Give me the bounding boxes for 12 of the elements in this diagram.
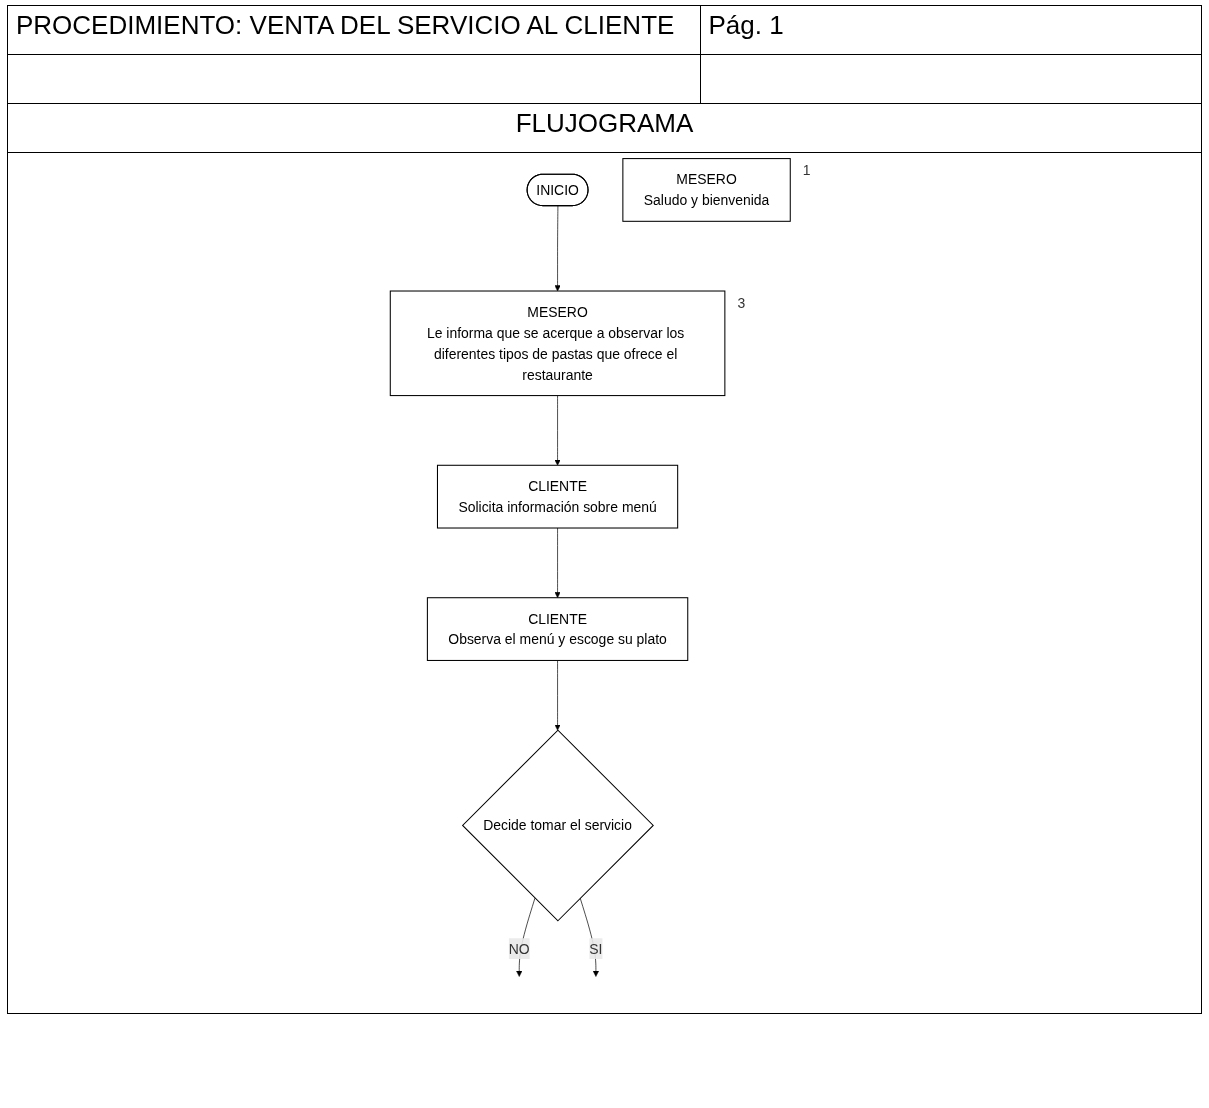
edge-label: NO [508, 940, 530, 957]
node-box: MESERO Le informa que se acerque a observar los diferentes tipos de pastas que ofrece el restaurante [389, 290, 725, 397]
node-box: CLIENTE Observa el menú y escoge su plato [426, 597, 688, 661]
page-number: Pág. 1 [708, 10, 784, 40]
step-number: 1 [802, 162, 811, 179]
node-box: MESERO Saludo y bienvenida [621, 158, 791, 222]
node-box: CLIENTE Solicita información sobre menú [436, 464, 678, 529]
node-diamond: Decide tomar el servicio [461, 729, 654, 922]
procedure-title: PROCEDIMIENTO: VENTA DEL SERVICIO AL CLIENTE [16, 10, 675, 40]
section-heading: FLUJOGRAMA [515, 108, 694, 138]
edge-label: SI [588, 940, 603, 957]
step-number: 3 [737, 294, 745, 311]
